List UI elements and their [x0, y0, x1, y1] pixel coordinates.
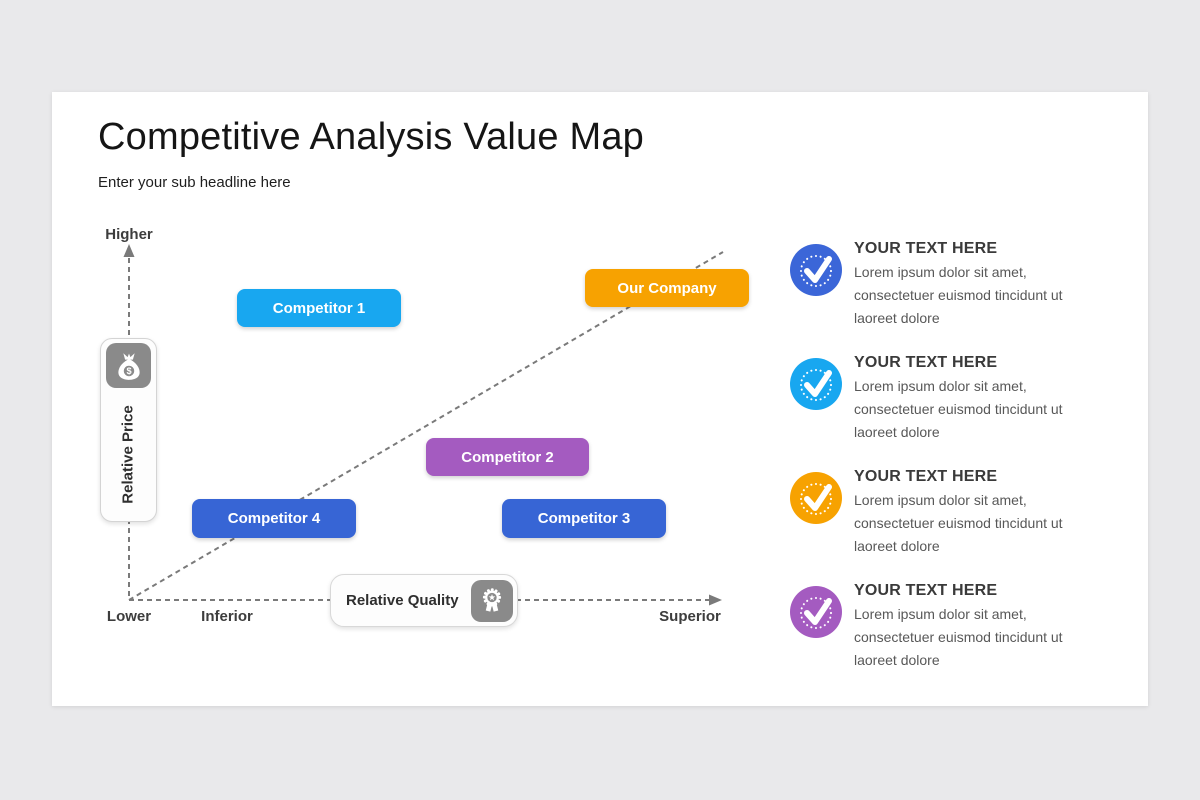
svg-text:$: $	[126, 366, 131, 376]
legend-item-4: YOUR TEXT HERE Lorem ipsum dolor sit ame…	[790, 582, 1110, 668]
legend-item-1: YOUR TEXT HERE Lorem ipsum dolor sit ame…	[790, 240, 1110, 326]
relative-quality-card[interactable]: Relative Quality	[330, 574, 518, 627]
award-medal-icon	[471, 580, 513, 622]
legend-item-body: Lorem ipsum dolor sit amet, consectetuer…	[854, 378, 1063, 440]
x-axis-right-label: Superior	[659, 608, 721, 625]
legend-item-body: Lorem ipsum dolor sit amet, consectetuer…	[854, 492, 1063, 554]
legend-item-body: Lorem ipsum dolor sit amet, consectetuer…	[854, 606, 1063, 668]
relative-quality-label: Relative Quality	[346, 592, 459, 609]
money-bag-icon: $	[106, 343, 151, 388]
legend-item-title: YOUR TEXT HERE	[854, 468, 998, 485]
legend-item-2: YOUR TEXT HERE Lorem ipsum dolor sit ame…	[790, 354, 1110, 440]
legend-item-body: Lorem ipsum dolor sit amet, consectetuer…	[854, 264, 1063, 326]
legend-item-title: YOUR TEXT HERE	[854, 582, 998, 599]
competitor-2-box[interactable]: Competitor 2	[426, 438, 589, 476]
check-icon	[790, 472, 842, 524]
y-axis-top-label: Higher	[105, 226, 153, 243]
check-icon	[790, 586, 842, 638]
page-title: Competitive Analysis Value Map	[98, 116, 644, 158]
our-company-box[interactable]: Our Company	[585, 269, 749, 307]
y-axis-bottom-label: Lower	[106, 608, 152, 625]
page-subtitle: Enter your sub headline here	[98, 174, 291, 191]
diagonal-trend-line	[128, 251, 724, 601]
slide-canvas: Competitive Analysis Value Map Enter you…	[52, 92, 1148, 706]
relative-price-label: Relative Price	[120, 405, 137, 504]
our-company-label: Our Company	[617, 279, 717, 297]
check-icon	[790, 244, 842, 296]
competitor-2-label: Competitor 2	[461, 448, 554, 466]
competitor-1-label: Competitor 1	[272, 299, 366, 317]
competitor-4-label: Competitor 4	[227, 510, 321, 527]
y-axis-arrowhead	[123, 244, 135, 257]
legend-item-title: YOUR TEXT HERE	[854, 240, 998, 257]
legend-item-3: YOUR TEXT HERE Lorem ipsum dolor sit ame…	[790, 468, 1110, 554]
competitor-3-box[interactable]: Competitor 3	[502, 499, 666, 538]
competitor-4-box[interactable]: Competitor 4	[192, 499, 356, 538]
competitor-1-box[interactable]: Competitor 1	[237, 289, 401, 327]
competitor-3-label: Competitor 3	[537, 510, 631, 527]
x-axis-left-label: Inferior	[201, 608, 253, 625]
x-axis-arrowhead	[709, 594, 722, 606]
relative-price-card[interactable]: $ Relative Price	[100, 338, 157, 522]
check-icon	[790, 358, 842, 410]
legend-item-title: YOUR TEXT HERE	[854, 354, 998, 371]
